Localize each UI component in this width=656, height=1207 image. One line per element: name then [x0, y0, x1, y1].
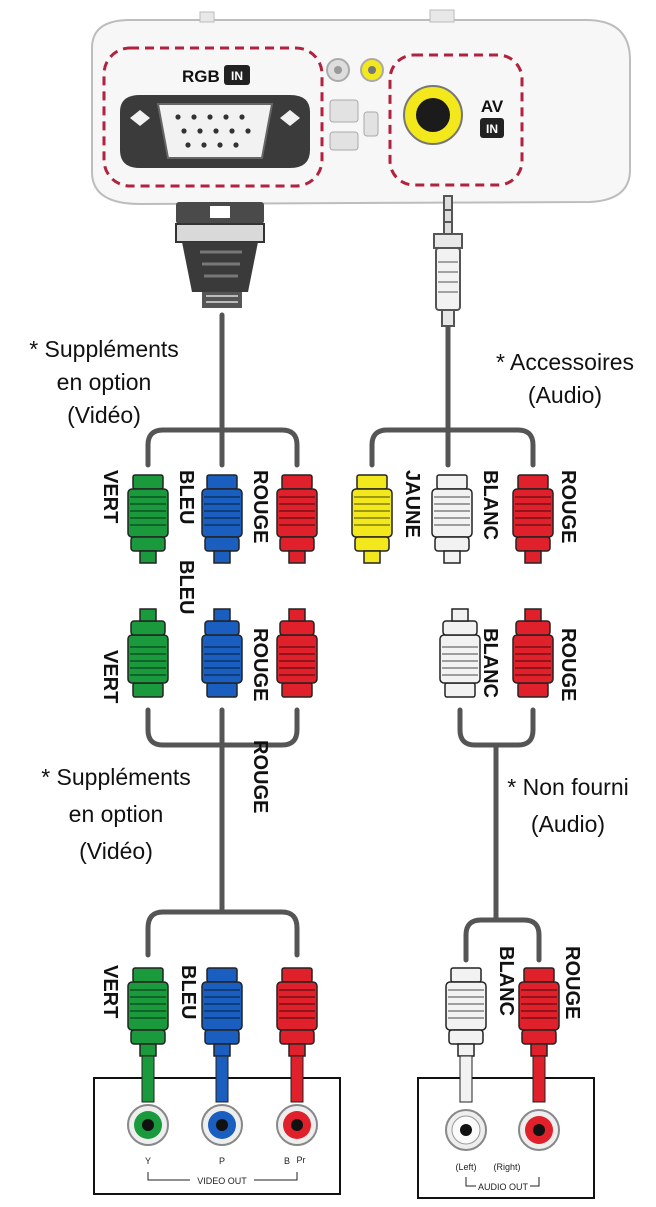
audio-mini-plug-icon — [433, 195, 463, 327]
jack-right-icon — [518, 1109, 560, 1151]
svg-text:* Suppléments: * Suppléments — [29, 336, 179, 362]
jack-b-sub: B — [284, 1156, 290, 1166]
plug-vert-r3 — [127, 967, 169, 1057]
svg-text:(Audio): (Audio) — [531, 811, 605, 837]
label-bleu-r1: BLEU — [175, 470, 197, 524]
jack-pb-icon — [201, 1104, 243, 1146]
plug-rouge-audio-r1 — [512, 474, 554, 564]
label-bleu-mid: BLEU — [175, 560, 197, 614]
label-blanc-r3: BLANC — [495, 946, 517, 1016]
video-out-device: Y P B Pr VIDEO OUT — [93, 1055, 341, 1195]
plug-blanc-r3 — [445, 967, 487, 1057]
svg-text:* Accessoires: * Accessoires — [496, 349, 634, 375]
label-rouge-r2a: ROUGE — [249, 628, 271, 701]
cables — [145, 312, 542, 963]
av-in-badge: IN — [486, 122, 498, 136]
rgb-in-badge: IN — [231, 69, 243, 83]
plug-bleu-r2 — [201, 608, 243, 698]
label-blanc-r1: BLANC — [479, 470, 501, 540]
plug-rouge-r3 — [276, 967, 318, 1057]
svg-text:* Non fourni: * Non fourni — [507, 774, 628, 800]
rgb-port-highlight — [102, 46, 324, 188]
plug-rouge-r2 — [276, 608, 318, 698]
label-rouge-audio-r3: ROUGE — [561, 946, 583, 1019]
caption-audio-accessory: * Accessoires (Audio) — [496, 349, 634, 408]
plug-jaune-r1 — [351, 474, 393, 564]
rgb-in-badge-box — [224, 65, 250, 85]
rgb-label: RGB — [182, 67, 220, 86]
label-vert-r1: VERT — [99, 470, 121, 523]
jack-right-label: (Right) — [493, 1162, 520, 1172]
jack-pr-icon — [276, 1104, 318, 1146]
caption-video-optional-bottom: * Suppléments en option (Vidéo) — [41, 764, 191, 864]
video-out-title: VIDEO OUT — [197, 1176, 247, 1186]
label-rouge-r1: ROUGE — [249, 470, 271, 543]
plug-blanc-r2 — [439, 608, 481, 698]
av-label: AV — [481, 97, 504, 116]
plug-vert-r1 — [127, 474, 169, 564]
label-rouge-audio-r2: ROUGE — [557, 628, 579, 701]
svg-text:en option: en option — [69, 801, 164, 827]
svg-text:(Vidéo): (Vidéo) — [79, 838, 153, 864]
av-port-group: AV IN — [388, 53, 524, 187]
svg-text:(Vidéo): (Vidéo) — [67, 402, 141, 428]
plug-rouge-audio-r3 — [518, 967, 560, 1057]
caption-audio-not-supplied: * Non fourni (Audio) — [507, 774, 628, 837]
plug-rouge-r1 — [276, 474, 318, 564]
label-jaune-r1: JAUNE — [401, 470, 423, 538]
plug-blanc-r1 — [431, 474, 473, 564]
rgb-port-group: RGB IN — [102, 46, 324, 188]
vga-connector-icon — [175, 202, 265, 308]
svg-text:* Suppléments: * Suppléments — [41, 764, 191, 790]
plug-vert-r2 — [127, 608, 169, 698]
color-labels: VERT BLEU ROUGE BLEU JAUNE BLANC ROUGE V… — [99, 470, 583, 1019]
jack-pb-label: P — [219, 1156, 225, 1166]
jack-left-label: (Left) — [455, 1162, 476, 1172]
svg-text:(Audio): (Audio) — [528, 382, 602, 408]
jack-left-icon — [445, 1109, 487, 1151]
jack-y-label: Y — [145, 1156, 151, 1166]
label-blanc-r2: BLANC — [479, 628, 501, 698]
caption-video-optional-top: * Suppléments en option (Vidéo) — [29, 336, 179, 428]
jack-y-icon — [127, 1104, 169, 1146]
audio-out-device: (Left) (Right) AUDIO OUT — [417, 1055, 595, 1199]
plug-bleu-r1 — [201, 474, 243, 564]
label-rouge-audio-r1: ROUGE — [557, 470, 579, 543]
label-vert-r2: VERT — [99, 650, 121, 703]
label-vert-r3: VERT — [99, 965, 121, 1018]
jack-pr-label: Pr — [297, 1155, 306, 1165]
small-jacks — [326, 58, 384, 151]
svg-text:en option: en option — [57, 369, 152, 395]
av-in-badge-box — [480, 118, 504, 138]
label-rouge-r2b: ROUGE — [249, 740, 271, 813]
plug-bleu-r3 — [201, 967, 243, 1057]
audio-out-title: AUDIO OUT — [478, 1182, 529, 1192]
plug-rouge-audio-r2 — [512, 608, 554, 698]
label-bleu-r3: BLEU — [177, 965, 199, 1019]
